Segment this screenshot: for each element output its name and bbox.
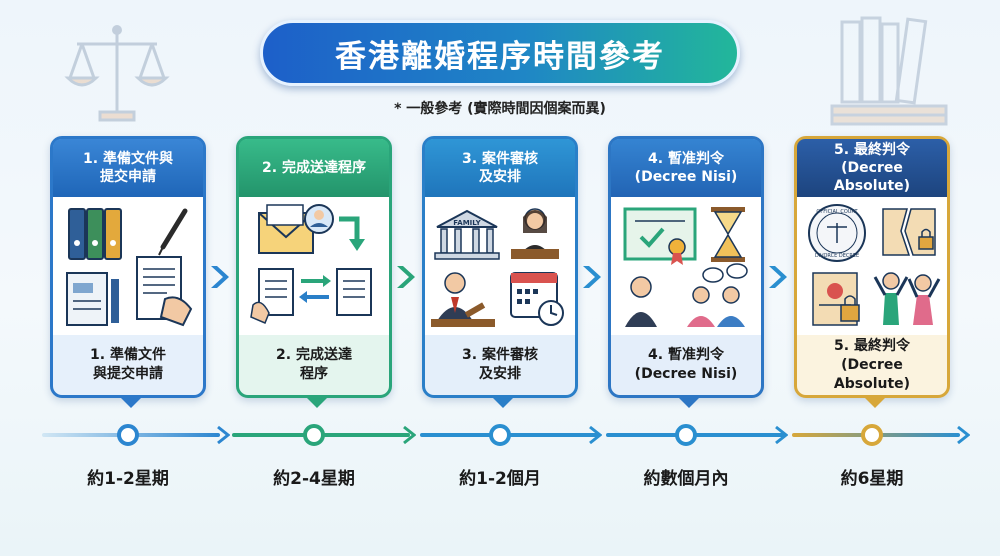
step-4-header-line1: 4. 暫准判令 bbox=[648, 151, 724, 167]
law-books-icon bbox=[830, 16, 948, 126]
step-2-illustration bbox=[239, 197, 389, 335]
step-card-1: 1. 準備文件與提交申請 bbox=[50, 136, 206, 408]
step-2-footer-line2: 程序 bbox=[300, 366, 328, 382]
form-signing-icon bbox=[136, 256, 193, 327]
court-seal-text-bottom: DIVORCE DECREE bbox=[815, 253, 859, 259]
step-card-5: 5. 最終判令 (Decree Absolute) OFFICIAL COURT … bbox=[794, 136, 950, 408]
chevron-right-icon bbox=[769, 266, 787, 288]
person-badge-icon bbox=[304, 204, 334, 234]
timeline-node-5 bbox=[861, 424, 883, 446]
pen-icon bbox=[158, 208, 188, 256]
step-2-header-line1: 2. 完成送達程序 bbox=[262, 160, 366, 176]
timeline-node-1 bbox=[117, 424, 139, 446]
timeline-node-4 bbox=[675, 424, 697, 446]
court-seal-text: OFFICIAL COURT bbox=[816, 209, 858, 215]
step-1-illustration bbox=[53, 197, 203, 335]
envelope-icon bbox=[258, 204, 314, 254]
step-1-header-line2: 提交申請 bbox=[100, 169, 156, 185]
step-3-footer-line1: 3. 案件審核 bbox=[462, 347, 538, 363]
subtitle-note: * 一般參考 (實際時間因個案而異) bbox=[394, 101, 606, 117]
chevron-right-icon bbox=[397, 266, 415, 288]
timeline-node-3 bbox=[489, 424, 511, 446]
step-4-footer-line1: 4. 暫准判令 bbox=[648, 347, 724, 363]
step-2-footer: 2. 完成送達程序 bbox=[239, 335, 389, 395]
step-4-footer-line2: (Decree Nisi) bbox=[634, 366, 738, 382]
step-5-footer-line1: 5. 最終判令 bbox=[834, 337, 910, 354]
step-card-3: 3. 案件審核及安排 FAMILY bbox=[422, 136, 578, 408]
step-3-header-line2: 及安排 bbox=[479, 169, 521, 185]
step-5-header: 5. 最終判令 (Decree Absolute) bbox=[797, 139, 947, 197]
arrow-icon bbox=[339, 216, 365, 251]
step-2-footer-line1: 2. 完成送達 bbox=[276, 347, 352, 363]
step-4-header-line2: (Decree Nisi) bbox=[634, 169, 738, 185]
step-1-header-line1: 1. 準備文件與 bbox=[83, 151, 173, 167]
torn-certificate-icon bbox=[882, 208, 936, 256]
step-5-footer-line2: (Decree Absolute) bbox=[833, 356, 911, 392]
hourglass-icon bbox=[711, 207, 745, 262]
timeline-node-2 bbox=[303, 424, 325, 446]
celebrating-people-icon bbox=[873, 272, 941, 325]
certificate-icon bbox=[623, 207, 697, 265]
family-court-building-icon: FAMILY bbox=[434, 209, 500, 260]
step-3-pointer bbox=[491, 396, 515, 408]
step-1-footer-line2: 與提交申請 bbox=[93, 366, 163, 382]
timeline-arrow-icon bbox=[589, 425, 602, 445]
step-1-footer-line1: 1. 準備文件 bbox=[90, 347, 166, 363]
step-1-pointer bbox=[119, 396, 143, 408]
step-1-header: 1. 準備文件與提交申請 bbox=[53, 139, 203, 197]
step-3-footer-line2: 及安排 bbox=[479, 366, 521, 382]
title-banner: 香港離婚程序時間參考 bbox=[260, 20, 740, 86]
step-5-header-line2: (Decree Absolute) bbox=[833, 160, 911, 194]
step-4-footer: 4. 暫准判令 (Decree Nisi) bbox=[611, 335, 761, 395]
step-3-footer: 3. 案件審核及安排 bbox=[425, 335, 575, 395]
judge-icon bbox=[511, 208, 559, 259]
duration-label-1: 約1-2星期 bbox=[87, 469, 169, 489]
step-2-header: 2. 完成送達程序 bbox=[239, 139, 389, 197]
step-4-pointer bbox=[677, 396, 701, 408]
page-title: 香港離婚程序時間參考 bbox=[335, 38, 665, 75]
step-card-2: 2. 完成送達程序 bbox=[236, 136, 392, 408]
step-card-4: 4. 暫准判令 (Decree Nisi) bbox=[608, 136, 764, 408]
timeline-arrow-icon bbox=[775, 425, 788, 445]
step-1-footer: 1. 準備文件與提交申請 bbox=[53, 335, 203, 395]
lawyer-icon bbox=[431, 272, 495, 327]
timeline-arrow-icon bbox=[957, 425, 970, 445]
duration-label-2: 約2-4星期 bbox=[273, 469, 355, 489]
step-5-pointer bbox=[863, 396, 887, 408]
duration-label-4: 約數個月內 bbox=[643, 469, 729, 489]
duration-label-5: 約6星期 bbox=[840, 469, 904, 489]
step-2-pointer bbox=[305, 396, 329, 408]
binders-icon bbox=[68, 208, 122, 260]
step-3-illustration: FAMILY bbox=[425, 197, 575, 335]
step-5-illustration: OFFICIAL COURT DIVORCE DECREE bbox=[797, 197, 947, 335]
step-5-header-line1: 5. 最終判令 bbox=[834, 142, 910, 158]
duration-label-3: 約1-2個月 bbox=[459, 469, 541, 489]
locked-document-icon bbox=[812, 272, 860, 326]
chevron-right-icon bbox=[211, 266, 229, 288]
people-waiting-icon bbox=[625, 263, 748, 327]
timeline-arrow-icon bbox=[217, 425, 230, 445]
step-3-header: 3. 案件審核及安排 bbox=[425, 139, 575, 197]
step-5-footer: 5. 最終判令 (Decree Absolute) bbox=[797, 335, 947, 395]
step-3-header-line1: 3. 案件審核 bbox=[462, 151, 538, 167]
scales-of-justice-icon bbox=[64, 25, 170, 122]
step-4-header: 4. 暫准判令 (Decree Nisi) bbox=[611, 139, 761, 197]
building-sign: FAMILY bbox=[453, 219, 481, 227]
timeline-arrow-icon bbox=[403, 425, 416, 445]
step-4-illustration bbox=[611, 197, 761, 335]
exchange-documents-icon bbox=[250, 268, 372, 324]
calendar-clock-icon bbox=[510, 272, 564, 326]
chevron-right-icon bbox=[583, 266, 601, 288]
official-court-seal-icon: OFFICIAL COURT DIVORCE DECREE bbox=[808, 204, 866, 262]
documents-icon bbox=[66, 272, 119, 326]
